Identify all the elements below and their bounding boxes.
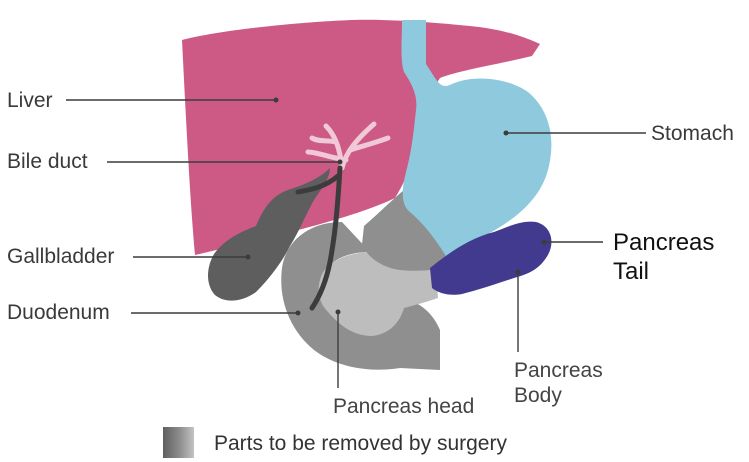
label-pancreas-body: Pancreas Body xyxy=(514,358,603,408)
label-pancreas-tail: Pancreas Tail xyxy=(613,229,714,287)
label-duodenum: Duodenum xyxy=(7,302,110,323)
legend-swatch xyxy=(163,427,194,458)
label-gallbladder: Gallbladder xyxy=(7,246,114,267)
label-liver: Liver xyxy=(7,90,53,111)
label-stomach: Stomach xyxy=(651,123,734,144)
label-pancreas-head: Pancreas head xyxy=(333,396,474,417)
legend-text: Parts to be removed by surgery xyxy=(214,433,507,454)
label-bile-duct: Bile duct xyxy=(7,151,88,172)
